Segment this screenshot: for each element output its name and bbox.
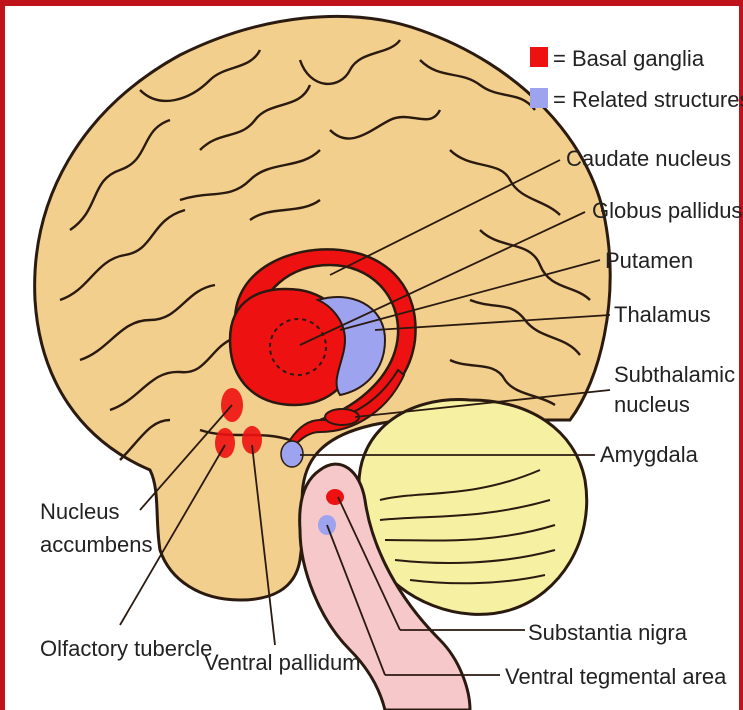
legend-swatch-related [530,88,548,108]
label-thalamus: Thalamus [614,302,711,327]
label-caudate: Caudate nucleus [566,146,731,171]
label-accumbens-2: accumbens [40,532,153,557]
label-vta: Ventral tegmental area [505,664,727,689]
legend-label-basal: = Basal ganglia [553,46,705,71]
label-substantia: Substantia nigra [528,620,688,645]
label-subthalamic-2: nucleus [614,392,690,417]
subthalamic-nucleus [325,409,359,425]
legend-label-related: = Related structures [553,87,743,112]
amygdala [281,441,303,467]
label-putamen: Putamen [605,248,693,273]
olfactory-tubercle [215,428,235,458]
label-ventral-pallidum: Ventral pallidum [204,650,361,675]
label-globus: Globus pallidus [592,198,742,223]
label-amygdala: Amygdala [600,442,699,467]
label-subthalamic-1: Subthalamic [614,362,735,387]
legend-swatch-basal [530,47,548,67]
label-olfactory: Olfactory tubercle [40,636,212,661]
label-accumbens-1: Nucleus [40,499,119,524]
